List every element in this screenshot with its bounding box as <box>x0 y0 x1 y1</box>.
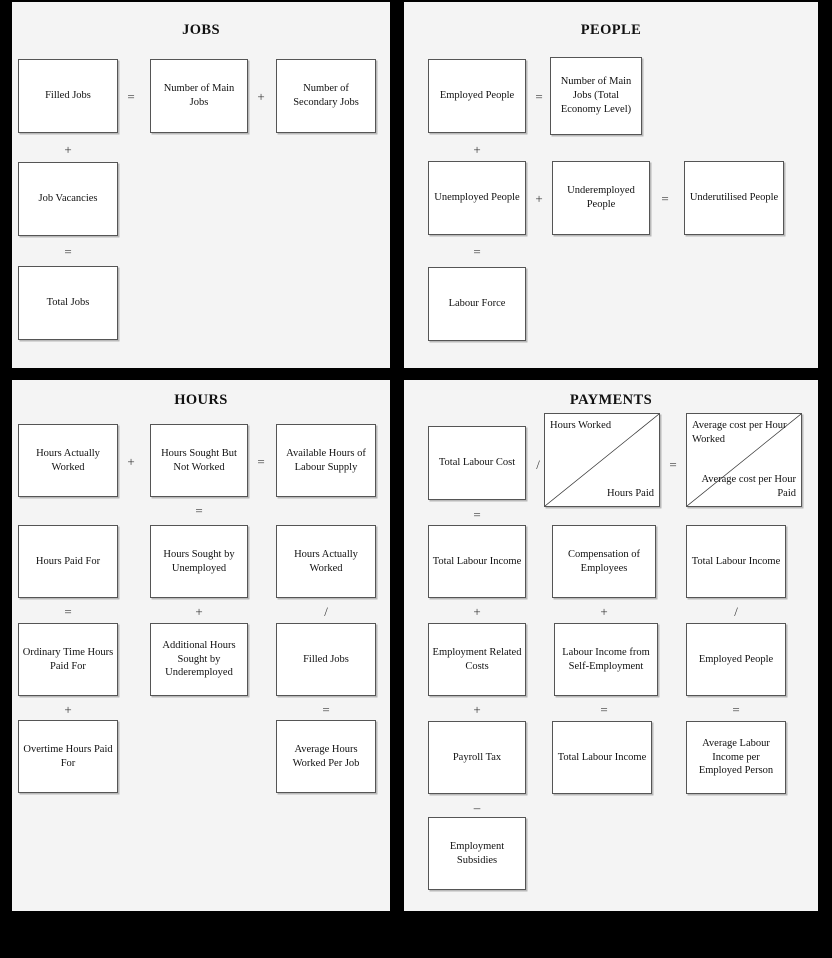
box-average-hours-worked-per-job[interactable]: Average Hours Worked Per Job <box>276 720 376 793</box>
operator-plus-jobs-col1-a: + <box>64 141 72 157</box>
box-ordinary-time-hours-paid-for[interactable]: Ordinary Time Hours Paid For <box>18 623 118 696</box>
operator-divide-payments-col3-b: / <box>734 603 738 619</box>
box-job-vacancies[interactable]: Job Vacancies <box>18 162 118 236</box>
box-hours-actually-worked-2[interactable]: Hours Actually Worked <box>276 525 376 598</box>
box-total-labour-income-1[interactable]: Total Labour Income <box>428 525 526 598</box>
panel-hours: HOURS Hours Actually Worked + Hours Soug… <box>12 380 390 911</box>
box-number-of-main-jobs[interactable]: Number of Main Jobs <box>150 59 248 133</box>
box-total-labour-cost[interactable]: Total Labour Cost <box>428 426 526 500</box>
box-filled-jobs[interactable]: Filled Jobs <box>18 59 118 133</box>
box-labour-income-from-self-employment[interactable]: Labour Income from Self-Employment <box>554 623 658 696</box>
box-hours-worked-hours-paid-split[interactable]: Hours Worked Hours Paid <box>544 413 660 507</box>
panel-payments: PAYMENTS Total Labour Cost / Hours Worke… <box>404 380 818 911</box>
operator-equals-hours-col3-b: = <box>322 701 330 717</box>
box-number-of-secondary-jobs[interactable]: Number of Secondary Jobs <box>276 59 376 133</box>
box-payroll-tax[interactable]: Payroll Tax <box>428 721 526 794</box>
box-hours-sought-but-not-worked[interactable]: Hours Sought But Not Worked <box>150 424 248 497</box>
operator-plus-hours-col2-b: + <box>195 603 203 619</box>
split-label-bottom: Hours Paid <box>607 487 654 499</box>
operator-equals-payments-col1-a: = <box>473 506 481 522</box>
operator-equals-payments-row1: = <box>669 456 677 472</box>
box-unemployed-people[interactable]: Unemployed People <box>428 161 526 235</box>
operator-plus-payments-col2-b: + <box>600 603 608 619</box>
box-employment-related-costs[interactable]: Employment Related Costs <box>428 623 526 696</box>
box-compensation-of-employees[interactable]: Compensation of Employees <box>552 525 656 598</box>
operator-equals-payments-col3-c: = <box>732 701 740 717</box>
box-available-hours-of-labour-supply[interactable]: Available Hours of Labour Supply <box>276 424 376 497</box>
diagonal-divider-icon <box>545 414 659 506</box>
box-underemployed-people[interactable]: Underemployed People <box>552 161 650 235</box>
box-total-labour-income-2[interactable]: Total Labour Income <box>686 525 786 598</box>
panel-title-people: PEOPLE <box>580 22 642 38</box>
panel-title-jobs: JOBS <box>182 22 220 38</box>
panel-people: PEOPLE Employed People = Number of Main … <box>404 2 818 368</box>
split-label-bottom: Average cost per Hour Paid <box>701 473 796 499</box>
box-average-labour-income-per-employed-person[interactable]: Average Labour Income per Employed Perso… <box>686 721 786 794</box>
operator-equals-people-row1: = <box>535 88 543 104</box>
operator-plus-people-col1-a: + <box>473 141 481 157</box>
operator-divide-payments-row1: / <box>536 456 540 472</box>
box-hours-actually-worked[interactable]: Hours Actually Worked <box>18 424 118 497</box>
panel-title-hours: HOURS <box>174 392 228 408</box>
box-employment-subsidies[interactable]: Employment Subsidies <box>428 817 526 890</box>
split-label-top: Hours Worked <box>550 420 612 431</box>
operator-plus-hours-row1: + <box>127 453 135 469</box>
box-underutilised-people[interactable]: Underutilised People <box>684 161 784 235</box>
box-number-of-main-jobs-total-economy[interactable]: Number of Main Jobs (Total Economy Level… <box>550 57 642 135</box>
box-overtime-hours-paid-for[interactable]: Overtime Hours Paid For <box>18 720 118 793</box>
box-hours-paid-for[interactable]: Hours Paid For <box>18 525 118 598</box>
box-hours-sought-by-unemployed[interactable]: Hours Sought by Unemployed <box>150 525 248 598</box>
operator-equals-people-col1-b: = <box>473 243 481 259</box>
operator-plus-people-row2: + <box>535 190 543 206</box>
diagonal-divider-icon <box>687 414 801 506</box>
operator-plus-payments-col1-b: + <box>473 603 481 619</box>
operator-equals-people-row2: = <box>661 190 669 206</box>
operator-plus-jobs-row1: + <box>257 88 265 104</box>
box-filled-jobs-hours[interactable]: Filled Jobs <box>276 623 376 696</box>
box-employed-people-payments[interactable]: Employed People <box>686 623 786 696</box>
operator-equals-jobs-row1: = <box>127 88 135 104</box>
operator-equals-hours-col2-a: = <box>195 502 203 518</box>
split-label-top: Average cost per Hour Worked <box>692 420 787 446</box>
operator-plus-hours-col1-b: + <box>64 701 72 717</box>
box-total-jobs[interactable]: Total Jobs <box>18 266 118 340</box>
box-employed-people[interactable]: Employed People <box>428 59 526 133</box>
box-average-cost-per-hour-split[interactable]: Average cost per Hour Worked Average cos… <box>686 413 802 507</box>
operator-equals-payments-col2-c: = <box>600 701 608 717</box>
operator-equals-hours-row1: = <box>257 453 265 469</box>
operator-equals-hours-col1-a: = <box>64 603 72 619</box>
box-total-labour-income-3[interactable]: Total Labour Income <box>552 721 652 794</box>
operator-divide-hours-col3-a: / <box>324 603 328 619</box>
box-additional-hours-sought-by-underemployed[interactable]: Additional Hours Sought by Underemployed <box>150 623 248 696</box>
panel-jobs: JOBS Filled Jobs = Number of Main Jobs +… <box>12 2 390 368</box>
operator-equals-jobs-col1-b: = <box>64 243 72 259</box>
box-labour-force[interactable]: Labour Force <box>428 267 526 341</box>
operator-minus-payments-col1-d: – <box>473 799 481 815</box>
panel-title-payments: PAYMENTS <box>569 392 653 408</box>
operator-plus-payments-col1-c: + <box>473 701 481 717</box>
